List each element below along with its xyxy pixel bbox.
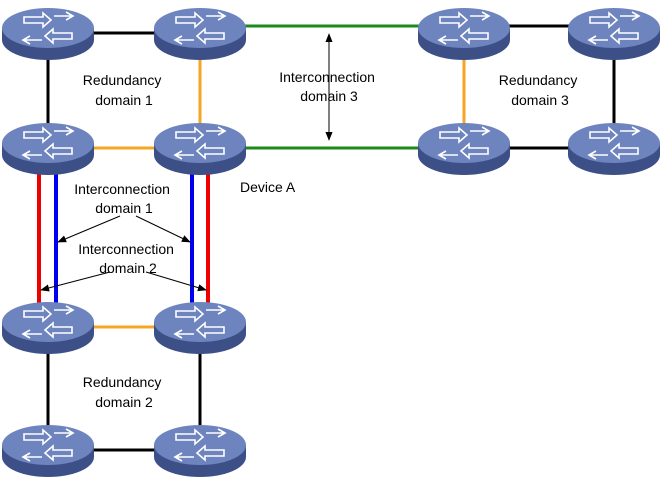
switch-icon <box>153 122 247 176</box>
switch-icon <box>1 301 95 355</box>
interconnect-2-arrow <box>145 271 207 292</box>
switch-icon <box>153 301 247 355</box>
switch-icon <box>1 424 95 478</box>
switch-icon <box>567 7 661 61</box>
switch-icon <box>153 424 247 478</box>
redundancy-domain-1-label: Redundancy domain 1 <box>83 72 166 108</box>
labels: Redundancy domain 1 Interconnection doma… <box>74 69 582 410</box>
switch-icon <box>1 7 95 61</box>
switch-icon <box>417 7 511 61</box>
switch-icon <box>1 122 95 176</box>
switch-icon <box>567 122 661 176</box>
arrows <box>40 33 333 292</box>
switch-icon <box>417 122 511 176</box>
interconnection-domain-2-label: Interconnection domain 2 <box>78 241 178 276</box>
interconnect-1-arrow <box>57 215 121 243</box>
redundancy-domain-3-label: Redundancy domain 3 <box>499 72 582 108</box>
interconnection-domain-3-label: Interconnection domain 3 <box>279 69 379 104</box>
redundancy-domain-2-label: Redundancy domain 2 <box>83 374 166 410</box>
switch-icon <box>153 7 247 61</box>
interconnect-1-arrow <box>135 215 191 243</box>
interconnection-domain-1-label: Interconnection domain 1 <box>74 181 174 216</box>
interconnect-2-arrow <box>40 271 111 292</box>
device-a-label: Device A <box>240 179 296 195</box>
